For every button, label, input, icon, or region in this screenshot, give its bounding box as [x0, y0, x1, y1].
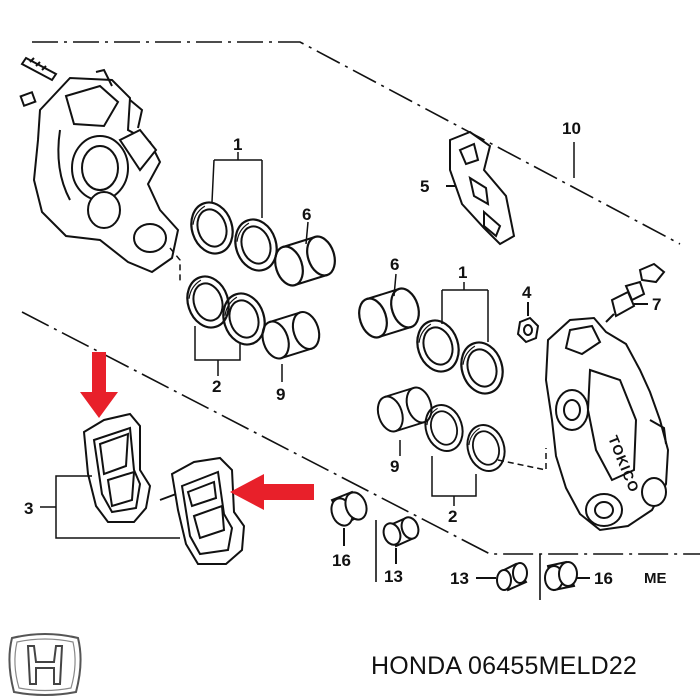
label-5: 5 — [420, 177, 429, 196]
left-seal-group-1 — [183, 195, 285, 278]
label-me: ME — [644, 570, 667, 587]
bleeder-part-7 — [605, 262, 666, 323]
label-1-left: 1 — [233, 135, 242, 154]
label-1-right: 1 — [458, 263, 467, 282]
label-2-right: 2 — [448, 507, 457, 526]
honda-logo-icon — [8, 633, 82, 696]
part-number-caption: HONDA 06455MELD22 — [371, 652, 638, 680]
label-3: 3 — [24, 499, 33, 518]
nut-part-4 — [516, 302, 540, 344]
left-bolt-icon — [19, 56, 58, 108]
label-6-left: 6 — [302, 205, 311, 224]
label-9-left: 9 — [276, 385, 285, 404]
label-4: 4 — [522, 283, 532, 302]
right-leader-lines — [393, 142, 575, 506]
bracket-part-5 — [446, 130, 516, 246]
label-13-a: 13 — [384, 567, 403, 586]
bushing-part-16 — [330, 490, 368, 546]
arrow-down-icon — [80, 352, 118, 418]
frame-lines — [21, 41, 700, 600]
pad-leader — [40, 475, 180, 539]
left-leader-lines — [169, 152, 309, 382]
bottom-bushing-16 — [544, 560, 590, 592]
label-16-a: 16 — [332, 551, 351, 570]
label-10: 10 — [562, 119, 581, 138]
label-9-right: 9 — [390, 457, 399, 476]
right-piston-6 — [353, 283, 425, 343]
label-6-right: 6 — [390, 255, 399, 274]
bushing-part-13 — [382, 516, 420, 564]
label-13-b: 13 — [450, 569, 469, 588]
arrow-left-icon — [230, 474, 314, 510]
brake-pad-front — [82, 412, 152, 523]
right-seal-group-2 — [418, 399, 512, 477]
label-16-b: 16 — [594, 569, 613, 588]
right-seal-group-1 — [409, 313, 511, 401]
right-caliper-body — [544, 316, 670, 532]
left-piston-6 — [269, 231, 341, 291]
left-caliper-body — [32, 68, 180, 274]
label-2-left: 2 — [212, 377, 221, 396]
brake-pad-back — [159, 456, 246, 565]
label-7: 7 — [652, 295, 661, 314]
left-piston-9 — [256, 307, 325, 363]
bottom-bushing-13 — [476, 562, 528, 592]
